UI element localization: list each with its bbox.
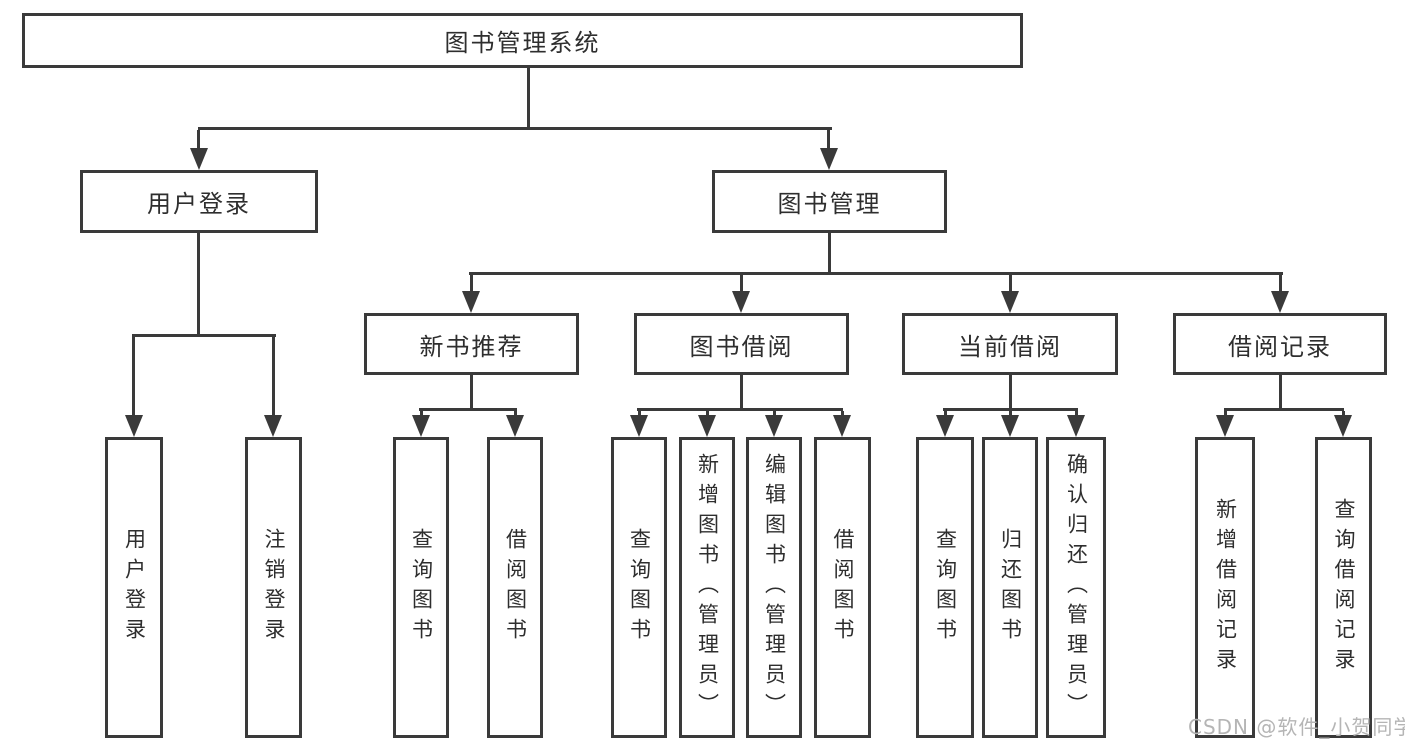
connector-line	[197, 233, 200, 337]
arrow-down-icon	[630, 415, 648, 437]
arrow-down-icon	[732, 291, 750, 313]
arrow-down-icon	[1067, 415, 1085, 437]
connector-line	[419, 408, 517, 411]
connector-line	[272, 337, 275, 417]
connector-line	[527, 68, 530, 130]
arrow-down-icon	[820, 148, 838, 170]
arrow-down-icon	[833, 415, 851, 437]
leaf-query-books-current: 查询图书	[916, 437, 974, 738]
connector-line	[943, 408, 1078, 411]
arrow-down-icon	[1271, 291, 1289, 313]
arrow-down-icon	[190, 148, 208, 170]
connector-line	[132, 334, 276, 337]
connector-line	[469, 272, 1283, 275]
connector-line	[1009, 275, 1012, 293]
leaf-borrow-books: 借阅图书	[814, 437, 871, 738]
connector-line	[132, 337, 135, 417]
node-borrow-records: 借阅记录	[1173, 313, 1387, 375]
node-user-login: 用户登录	[80, 170, 318, 233]
connector-line	[197, 130, 200, 150]
leaf-return-books: 归还图书	[982, 437, 1038, 738]
node-current-borrow: 当前借阅	[902, 313, 1118, 375]
node-book-borrow: 图书借阅	[634, 313, 849, 375]
connector-line	[470, 375, 473, 411]
connector-line	[1009, 375, 1012, 411]
leaf-confirm-return-admin: 确认归还（管理员）	[1046, 437, 1106, 738]
connector-line	[828, 233, 831, 275]
leaf-borrow-books-recommend: 借阅图书	[487, 437, 543, 738]
arrow-down-icon	[125, 415, 143, 437]
node-root-library-management-system: 图书管理系统	[22, 13, 1023, 68]
leaf-add-borrow-record: 新增借阅记录	[1195, 437, 1255, 738]
arrow-down-icon	[506, 415, 524, 437]
arrow-down-icon	[1334, 415, 1352, 437]
connector-line	[637, 408, 843, 411]
leaf-user-login: 用户登录	[105, 437, 163, 738]
arrow-down-icon	[698, 415, 716, 437]
connector-line	[740, 375, 743, 411]
arrow-down-icon	[462, 291, 480, 313]
arrow-down-icon	[765, 415, 783, 437]
node-new-book-recommend: 新书推荐	[364, 313, 579, 375]
leaf-query-borrow-record: 查询借阅记录	[1315, 437, 1372, 738]
connector-line	[827, 130, 830, 150]
arrow-down-icon	[412, 415, 430, 437]
connector-line	[1279, 275, 1282, 293]
leaf-query-books-recommend: 查询图书	[393, 437, 449, 738]
arrow-down-icon	[1001, 291, 1019, 313]
node-book-management: 图书管理	[712, 170, 947, 233]
connector-line	[740, 275, 743, 293]
connector-line	[1279, 375, 1282, 411]
arrow-down-icon	[1001, 415, 1019, 437]
arrow-down-icon	[264, 415, 282, 437]
connector-line	[470, 275, 473, 293]
connector-line	[198, 127, 832, 130]
arrow-down-icon	[1216, 415, 1234, 437]
arrow-down-icon	[936, 415, 954, 437]
connector-line	[1224, 408, 1344, 411]
leaf-edit-books-admin: 编辑图书（管理员）	[746, 437, 802, 738]
leaf-logout: 注销登录	[245, 437, 302, 738]
leaf-add-books-admin: 新增图书（管理员）	[679, 437, 735, 738]
leaf-query-books-borrow: 查询图书	[611, 437, 667, 738]
watermark: CSDN @软件_小贺同学	[1188, 715, 1405, 739]
